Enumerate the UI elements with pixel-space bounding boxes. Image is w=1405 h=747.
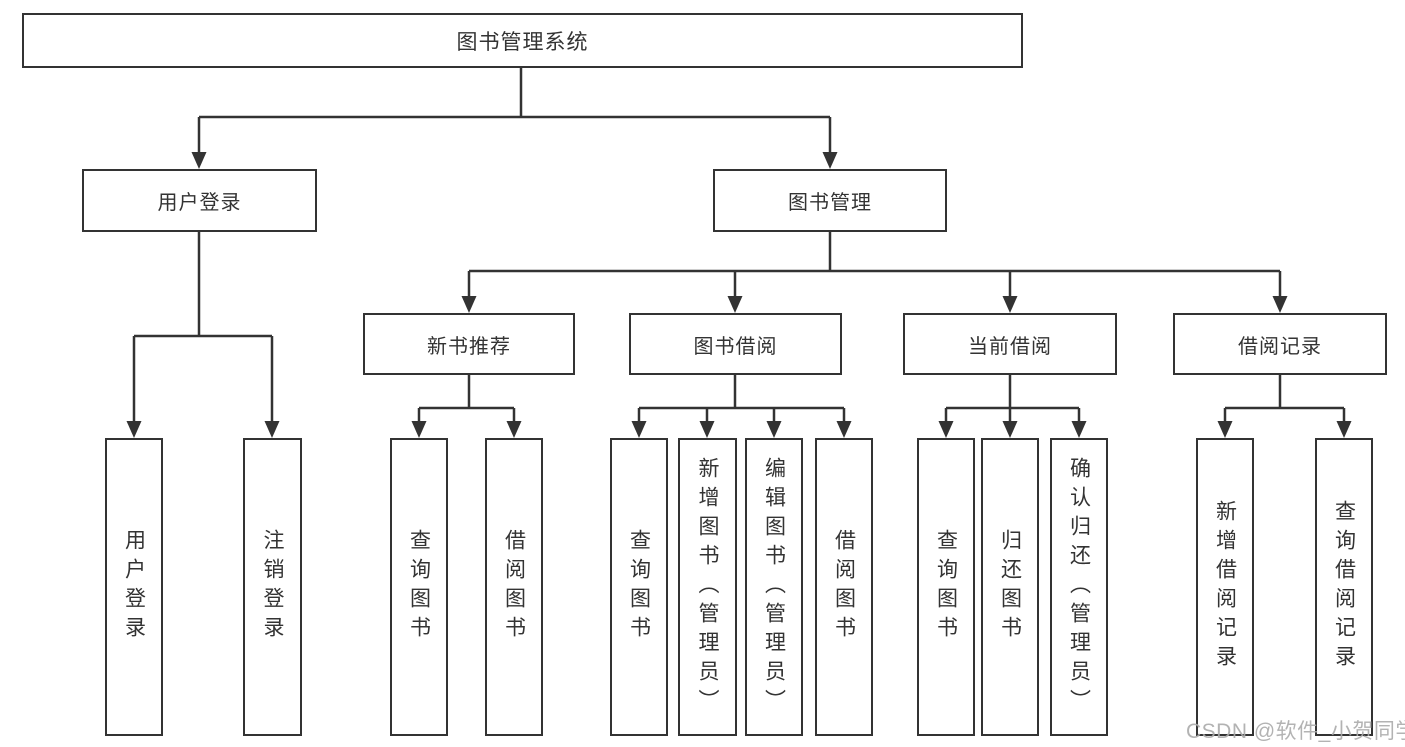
leaf-label: 编辑图书（管理员） xyxy=(762,456,786,718)
leaf-label: 借阅图书 xyxy=(832,529,856,645)
arrowhead-new-book-recommendation xyxy=(461,296,477,313)
leaf-label: 查询借阅记录 xyxy=(1332,500,1356,674)
arrowhead-leaf-query-books-3 xyxy=(938,421,954,438)
connector-current-borrowing-children xyxy=(944,375,1081,422)
connector-book-borrowing-children xyxy=(637,375,846,422)
leaf-label: 查询图书 xyxy=(407,529,431,645)
node-current-borrowing: 当前借阅 xyxy=(903,313,1117,375)
arrowhead-leaf-edit-books xyxy=(766,421,782,438)
arrowhead-borrowing-records xyxy=(1272,296,1288,313)
leaf-borrow-books-2: 借阅图书 xyxy=(815,438,873,736)
node-new-book-recommendation: 新书推荐 xyxy=(363,313,575,375)
arrowhead-leaf-add-borrow-record xyxy=(1217,421,1233,438)
node-book-borrowing: 图书借阅 xyxy=(629,313,842,375)
arrowhead-leaf-borrow-books-1 xyxy=(506,421,522,438)
leaf-label: 注销登录 xyxy=(261,529,284,645)
leaf-label: 确认归还（管理员） xyxy=(1067,456,1091,718)
connector-root-to-level2 xyxy=(197,68,832,153)
node-library-system: 图书管理系统 xyxy=(22,13,1023,68)
arrowhead-leaf-user-login xyxy=(126,421,142,438)
arrowhead-leaf-add-books xyxy=(699,421,715,438)
arrowhead-book-management xyxy=(822,152,838,169)
arrowhead-leaf-query-books-1 xyxy=(411,421,427,438)
arrowhead-leaf-query-borrow-record xyxy=(1336,421,1352,438)
connector-new-book-recommendation-children xyxy=(417,375,516,422)
arrowhead-leaf-return-books xyxy=(1002,421,1018,438)
connector-user-login-children xyxy=(132,232,274,422)
connector-book-management-children xyxy=(467,232,1282,297)
leaf-user-login: 用户登录 xyxy=(105,438,163,736)
leaf-label: 查询图书 xyxy=(934,529,958,645)
leaf-edit-books-admin: 编辑图书（管理员） xyxy=(745,438,803,736)
leaf-return-books: 归还图书 xyxy=(981,438,1039,736)
leaf-label: 用户登录 xyxy=(122,529,146,645)
arrowhead-leaf-logout xyxy=(264,421,280,438)
node-borrowing-records: 借阅记录 xyxy=(1173,313,1387,375)
leaf-confirm-return-admin: 确认归还（管理员） xyxy=(1050,438,1108,736)
arrowhead-book-borrowing xyxy=(727,296,743,313)
leaf-add-books-admin: 新增图书（管理员） xyxy=(678,438,737,736)
watermark: CSDN @软件_小贺同学 xyxy=(1186,720,1405,743)
leaf-label: 归还图书 xyxy=(998,529,1022,645)
connector-borrowing-records-children xyxy=(1223,375,1346,422)
leaf-query-books-1: 查询图书 xyxy=(390,438,448,736)
arrowhead-leaf-query-books-2 xyxy=(631,421,647,438)
arrowhead-leaf-borrow-books-2 xyxy=(836,421,852,438)
leaf-query-books-3: 查询图书 xyxy=(917,438,975,736)
leaf-borrow-books-1: 借阅图书 xyxy=(485,438,543,736)
arrowhead-current-borrowing xyxy=(1002,296,1018,313)
leaf-label: 新增图书（管理员） xyxy=(696,456,719,718)
leaf-query-books-2: 查询图书 xyxy=(610,438,668,736)
leaf-query-borrow-record: 查询借阅记录 xyxy=(1315,438,1373,736)
arrowhead-leaf-confirm-return xyxy=(1071,421,1087,438)
leaf-logout: 注销登录 xyxy=(243,438,302,736)
leaf-label: 新增借阅记录 xyxy=(1213,500,1237,674)
node-user-login: 用户登录 xyxy=(82,169,317,232)
leaf-label: 查询图书 xyxy=(627,529,651,645)
node-book-management: 图书管理 xyxy=(713,169,947,232)
arrowhead-user-login xyxy=(191,152,207,169)
leaf-add-borrow-record: 新增借阅记录 xyxy=(1196,438,1254,736)
leaf-label: 借阅图书 xyxy=(502,529,526,645)
